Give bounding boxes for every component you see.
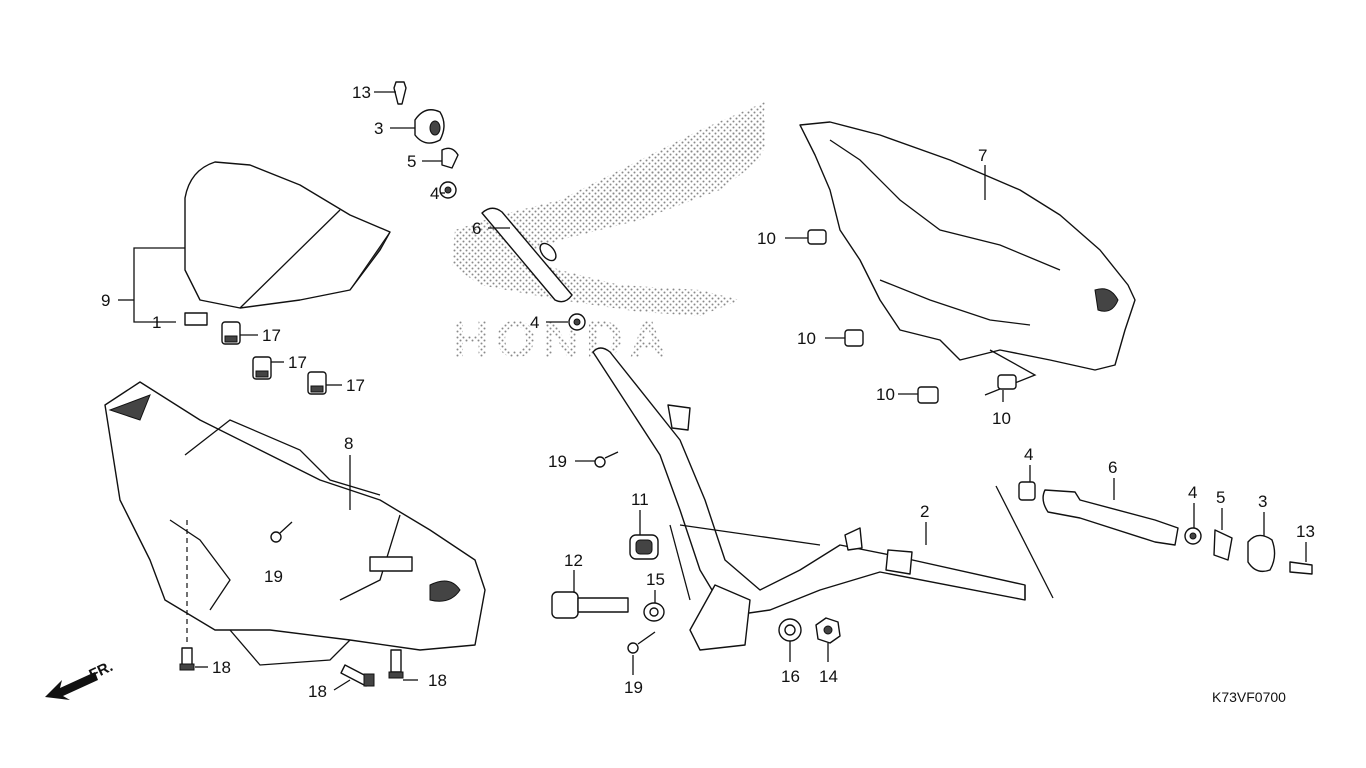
callout-17: 17 xyxy=(262,326,281,345)
bolt-part-18-a[interactable] xyxy=(179,647,195,671)
callout-12: 12 xyxy=(564,551,583,570)
callout-10: 10 xyxy=(876,385,895,404)
callout-17: 17 xyxy=(288,353,307,372)
callout-18: 18 xyxy=(428,671,447,690)
callout-13: 13 xyxy=(352,83,371,102)
honda-wing-watermark: HONDA xyxy=(452,102,765,369)
callout-15: 15 xyxy=(646,570,665,589)
rear-handlebar-cover-part-7[interactable] xyxy=(799,121,1136,396)
rubber-part-11[interactable] xyxy=(629,534,659,560)
callout-6: 6 xyxy=(472,219,481,238)
callout-10: 10 xyxy=(797,329,816,348)
clip-part-17-b[interactable] xyxy=(252,356,272,380)
bolt-part-12[interactable] xyxy=(551,591,629,619)
callout-7: 7 xyxy=(978,146,987,165)
bolt-part-18-b[interactable] xyxy=(340,664,375,687)
screw-part-13-a[interactable] xyxy=(393,81,407,105)
washer-part-15[interactable] xyxy=(643,602,665,622)
pad-part-1[interactable] xyxy=(184,312,208,326)
clip-part-10-d[interactable] xyxy=(997,374,1017,390)
leader-lines xyxy=(118,91,1307,691)
collar-part-5-a[interactable] xyxy=(441,147,459,169)
callout-18: 18 xyxy=(212,658,231,677)
screw-part-19-b[interactable] xyxy=(594,451,619,468)
clip-part-17-c[interactable] xyxy=(307,371,327,395)
clip-part-17-a[interactable] xyxy=(221,321,241,345)
callout-18: 18 xyxy=(308,682,327,701)
callout-2: 2 xyxy=(920,502,929,521)
front-handlebar-cover-part-8[interactable] xyxy=(104,381,486,666)
callout-3: 3 xyxy=(374,119,383,138)
bar-end-weight-part-3-b[interactable] xyxy=(1247,534,1276,573)
callout-11: 11 xyxy=(631,490,649,509)
callout-8: 8 xyxy=(344,434,353,453)
callout-5: 5 xyxy=(407,152,416,171)
front-direction-arrow: FR. xyxy=(45,658,116,700)
screw-part-19-c[interactable] xyxy=(627,631,656,654)
callout-17: 17 xyxy=(346,376,365,395)
diagram-code: K73VF0700 xyxy=(1212,689,1286,705)
callout-4: 4 xyxy=(430,184,439,203)
bolt-part-18-c[interactable] xyxy=(388,649,404,679)
callout-4: 4 xyxy=(1024,445,1033,464)
callout-19: 19 xyxy=(624,678,643,697)
callout-10: 10 xyxy=(757,229,776,248)
rubber-part-4-c[interactable] xyxy=(1018,481,1036,501)
collar-part-16[interactable] xyxy=(778,618,802,642)
callout-6: 6 xyxy=(1108,458,1117,477)
callout-5: 5 xyxy=(1216,488,1225,507)
callout-1: 1 xyxy=(152,313,161,332)
callout-19: 19 xyxy=(264,567,283,586)
nut-part-14[interactable] xyxy=(815,617,841,644)
callout-16: 16 xyxy=(781,667,800,686)
grip-pipe-part-6-b[interactable] xyxy=(1042,489,1179,546)
clip-part-10-b[interactable] xyxy=(844,329,864,347)
callout-4: 4 xyxy=(530,313,539,332)
callout-labels: 13 3 5 4 6 4 9 1 17 17 17 8 19 18 18 18 … xyxy=(101,83,1315,701)
screw-part-19-a[interactable] xyxy=(270,521,293,543)
rubber-part-4-d[interactable] xyxy=(1184,527,1202,545)
callout-10: 10 xyxy=(992,409,1011,428)
bar-end-weight-part-3-a[interactable] xyxy=(414,109,445,144)
grip-pipe-part-6-a[interactable] xyxy=(481,207,573,303)
honda-wordmark: HONDA xyxy=(452,311,673,369)
meter-visor-part-9[interactable] xyxy=(184,161,391,309)
callout-13: 13 xyxy=(1296,522,1315,541)
rubber-part-4-b[interactable] xyxy=(568,313,586,331)
front-direction-label: FR. xyxy=(87,658,116,684)
callout-19: 19 xyxy=(548,452,567,471)
screw-part-13-b[interactable] xyxy=(1289,561,1313,575)
callout-14: 14 xyxy=(819,667,838,686)
collar-part-5-b[interactable] xyxy=(1213,529,1233,561)
callout-3: 3 xyxy=(1258,492,1267,511)
rubber-part-4-a[interactable] xyxy=(439,181,457,199)
clip-part-10-a[interactable] xyxy=(807,229,827,245)
callout-9: 9 xyxy=(101,291,110,310)
handlebar-pipe-part-2[interactable] xyxy=(592,347,1026,651)
callout-4: 4 xyxy=(1188,483,1197,502)
clip-part-10-c[interactable] xyxy=(917,386,939,404)
